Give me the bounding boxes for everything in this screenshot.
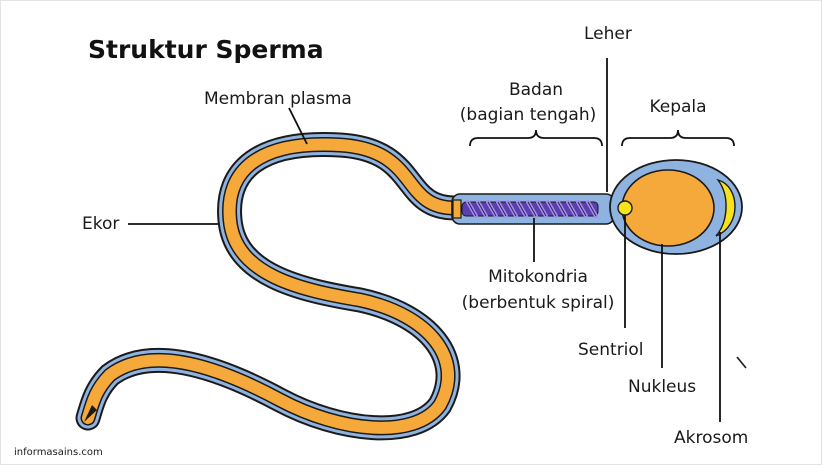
leher-label: Leher	[584, 24, 632, 44]
mitochondria-spiral	[462, 202, 598, 216]
source-credit: informasains.com	[14, 447, 103, 458]
mitokondria-sublabel: (berbentuk spiral)	[462, 293, 615, 313]
diagram-title: Struktur Sperma	[88, 35, 324, 64]
centriole-shape	[618, 201, 632, 215]
nucleus-shape	[622, 170, 714, 246]
tail	[84, 144, 455, 427]
sentriol-label: Sentriol	[578, 340, 644, 360]
akrosom-label: Akrosom	[674, 428, 748, 448]
stray-mark	[737, 357, 746, 368]
midpiece-neck-joint	[453, 200, 461, 218]
ekor-label: Ekor	[82, 214, 119, 234]
nukleus-label: Nukleus	[628, 377, 696, 397]
head	[610, 160, 742, 254]
badan-bracket	[470, 130, 602, 146]
membran-label: Membran plasma	[204, 89, 352, 109]
badan-label: Badan	[509, 80, 563, 100]
midpiece	[452, 194, 614, 224]
mitokondria-label: Mitokondria	[488, 267, 588, 287]
badan-sublabel: (bagian tengah)	[460, 105, 596, 125]
kepala-label: Kepala	[649, 97, 706, 117]
kepala-bracket	[622, 130, 734, 146]
